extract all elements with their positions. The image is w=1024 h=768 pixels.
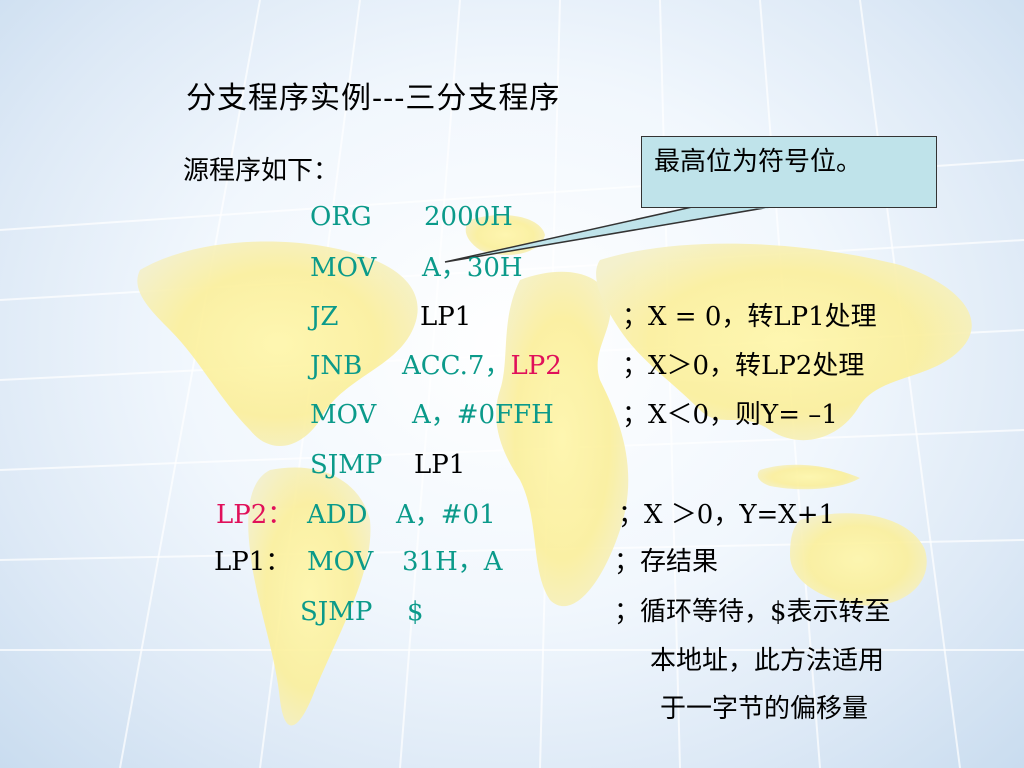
code-l5-comment: ；X＜0，则Y= –1 (622, 400, 838, 430)
code-l7-comment: ；X ＞0，Y=X+1 (618, 500, 836, 530)
code-l4-target-label: LP2 (510, 351, 562, 381)
code-l4-comment: ；X＞0，转LP2处理 (622, 351, 865, 381)
code-l4-arg: ACC.7， (402, 351, 511, 381)
code-l8-op: MOV (307, 547, 374, 577)
code-comment-cont-2: 于一字节的偏移量 (660, 694, 869, 724)
code-l3-op: JZ (310, 302, 339, 332)
code-l9-arg: $ (407, 597, 424, 627)
code-l1-arg: 2000H (424, 202, 513, 232)
code-comment-cont-1: 本地址，此方法适用 (650, 646, 885, 676)
code-l2-arg: A，30H (422, 253, 523, 283)
code-l2-op: MOV (310, 253, 377, 283)
code-l7-label: LP2： (216, 500, 294, 530)
code-l1-op: ORG (310, 202, 372, 232)
code-l4-args: ACC.7，LP2 (402, 351, 562, 381)
code-l5-arg: A，#0FFH (412, 400, 554, 430)
code-l6-arg: LP1 (414, 450, 466, 480)
callout-box: 最高位为符号位。 (641, 136, 937, 208)
code-l9-comment: ；循环等待，$表示转至 (614, 597, 891, 627)
code-l3-comment: ；X = 0，转LP1处理 (622, 302, 877, 332)
code-l9-op: SJMP (300, 597, 373, 627)
code-l5-op: MOV (310, 400, 377, 430)
code-l8-label: LP1： (214, 547, 292, 577)
code-l8-comment: ；存结果 (614, 547, 719, 577)
code-l3-arg: LP1 (420, 302, 472, 332)
code-l8-arg: 31H，A (402, 547, 503, 577)
code-l7-arg: A，#01 (396, 500, 496, 530)
code-l6-op: SJMP (310, 450, 383, 480)
code-l4-op: JNB (310, 351, 363, 381)
intro-text: 源程序如下： (183, 156, 340, 186)
callout-text: 最高位为符号位。 (654, 147, 863, 177)
slide-title: 分支程序实例---三分支程序 (186, 81, 561, 116)
code-l7-op: ADD (307, 500, 368, 530)
